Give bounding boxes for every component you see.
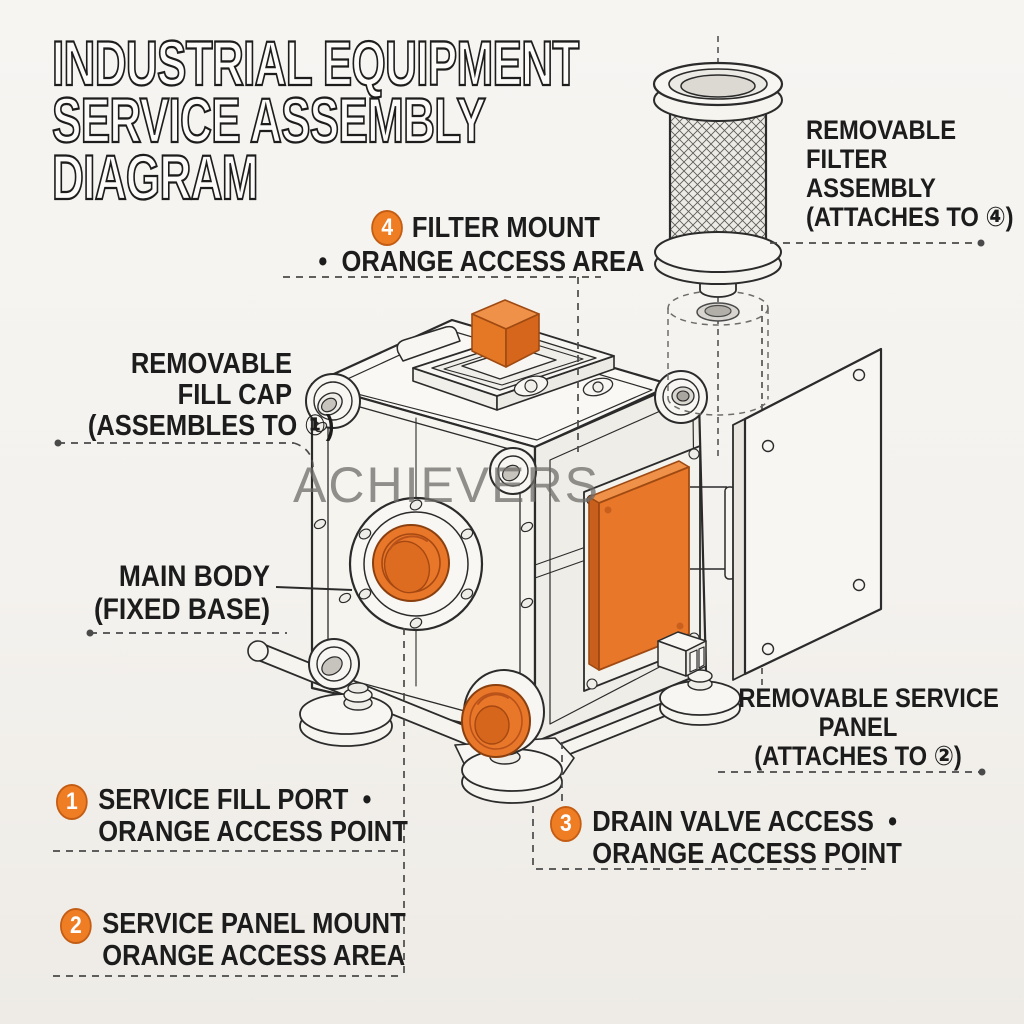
filter-mount-line2: • ORANGE ACCESS AREA <box>318 246 645 278</box>
filter-assembly-line1: REMOVABLE <box>806 115 957 145</box>
leader-drain-vertical <box>532 742 563 869</box>
label-service-fill-port: 1 SERVICE FILL PORT • ORANGE ACCESS POIN… <box>56 784 408 848</box>
main-body-line2: (FIXED BASE) <box>93 593 270 626</box>
filter-assembly-line4: (ATTACHES TO ④) <box>806 202 1014 232</box>
mounting-foot-right <box>659 669 741 726</box>
label-main-body: MAIN BODY (FIXED BASE) <box>83 560 270 626</box>
service-panel-line3: (ATTACHES TO ②) <box>754 741 962 771</box>
filter-assembly-line2: FILTER <box>806 144 888 174</box>
corner-boss-top-left <box>305 373 361 429</box>
drain-valve <box>461 669 545 758</box>
filter-mount-cube <box>471 299 540 368</box>
drain-valve-line2: ORANGE ACCESS POINT <box>592 838 902 870</box>
label-fill-cap: REMOVABLE FILL CAP (ASSEMBLES TO ①) <box>87 348 335 442</box>
badge-3: 3 <box>550 806 582 842</box>
filter-socket-grommet <box>696 302 740 322</box>
fill-cap-line3: (ASSEMBLES TO ①) <box>87 410 335 442</box>
main-body <box>247 299 741 804</box>
title-line-2: SERVICE ASSEMBLY <box>51 86 487 156</box>
panel-mount-line2: ORANGE ACCESS AREA <box>102 940 406 972</box>
leader-main-body-line <box>275 586 353 591</box>
connector-block <box>657 631 707 677</box>
mounting-foot-left <box>299 682 393 747</box>
label-service-panel-mount: 2 SERVICE PANEL MOUNT ORANGE ACCESS AREA <box>60 908 406 972</box>
service-panel-line1: REMOVABLE SERVICE <box>738 683 999 713</box>
service-panel-mount <box>583 445 701 692</box>
fill-port-line1: SERVICE FILL PORT • <box>98 784 372 816</box>
label-filter-mount: 4 FILTER MOUNT • ORANGE ACCESS AREA <box>318 210 645 278</box>
badge-4: 4 <box>371 210 404 246</box>
badge-2: 2 <box>60 908 92 944</box>
leader-fill-cap-curve <box>293 442 314 469</box>
label-filter-assembly: REMOVABLE FILTER ASSEMBLY (ATTACHES TO ④… <box>806 115 1014 232</box>
leader-dots <box>54 239 986 776</box>
main-body-line1: MAIN BODY <box>118 560 270 593</box>
corner-boss-center-top <box>489 447 537 495</box>
leader-solid-lines <box>275 586 353 591</box>
filter-socket-ghost <box>667 290 769 416</box>
panel-mount-line1: SERVICE PANEL MOUNT <box>102 908 406 940</box>
corner-boss-back-right <box>654 370 708 424</box>
face-screws <box>313 421 534 609</box>
removable-filter-assembly <box>652 61 784 298</box>
fill-cap-line1: REMOVABLE <box>130 348 292 380</box>
drain-valve-line1: DRAIN VALVE ACCESS • <box>592 806 898 838</box>
callout-leaders <box>53 242 979 977</box>
service-panel-line2: PANEL <box>818 712 898 742</box>
title-line-1: INDUSTRIAL EQUIPMENT <box>51 29 580 99</box>
fill-cap-flange <box>348 496 484 632</box>
badge-1: 1 <box>56 784 88 820</box>
title-line-3: DIAGRAM <box>51 143 259 213</box>
removable-service-panel <box>690 347 883 681</box>
page-title: INDUSTRIAL EQUIPMENT SERVICE ASSEMBLY DI… <box>51 29 580 213</box>
service-fill-port <box>372 524 450 602</box>
filter-mount-line1: FILTER MOUNT <box>411 212 600 244</box>
fill-port-line2: ORANGE ACCESS POINT <box>98 816 408 848</box>
label-drain-valve: 3 DRAIN VALVE ACCESS • ORANGE ACCESS POI… <box>550 806 902 870</box>
fill-cap-line2: FILL CAP <box>177 379 292 411</box>
watermark-text: ACHIEVERS <box>293 457 600 513</box>
filter-assembly-line3: ASSEMBLY <box>806 173 936 203</box>
label-removable-service-panel: REMOVABLE SERVICE PANEL (ATTACHES TO ②) <box>738 683 999 771</box>
corner-boss-bottom-left <box>308 638 360 690</box>
panel-link-lines <box>690 486 727 570</box>
